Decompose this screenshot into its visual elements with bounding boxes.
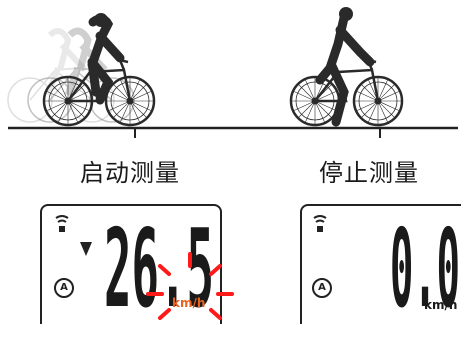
- down-arrow-icon: [80, 242, 92, 256]
- speed-display-running: A 26.5 km/h: [40, 204, 234, 324]
- signal-icon: [55, 215, 69, 232]
- svg-text:26.5: 26.5: [104, 210, 214, 316]
- speed-value-zero: 0.0: [390, 210, 460, 316]
- stopped-rider-body: [315, 13, 375, 127]
- start-measure-label: 启动测量: [80, 159, 180, 187]
- stop-measure-label: 停止测量: [319, 159, 419, 187]
- speed-unit: km/h: [424, 298, 458, 312]
- mode-a-icon: A: [312, 278, 332, 298]
- illustration: [7, 7, 458, 138]
- speed-unit-flashing: km/h: [172, 296, 206, 310]
- speed-value: 26.5: [104, 210, 214, 316]
- signal-icon: [313, 215, 327, 232]
- svg-text:0.0: 0.0: [390, 210, 460, 316]
- stopped-cyclist: [289, 7, 404, 127]
- moving-cyclist: [42, 13, 156, 127]
- mode-a-icon: A: [54, 278, 74, 298]
- speed-display-stopped: A 0.0 km/h: [300, 204, 461, 324]
- front-wheel: [104, 75, 156, 127]
- flash-burst-icon: [146, 252, 234, 320]
